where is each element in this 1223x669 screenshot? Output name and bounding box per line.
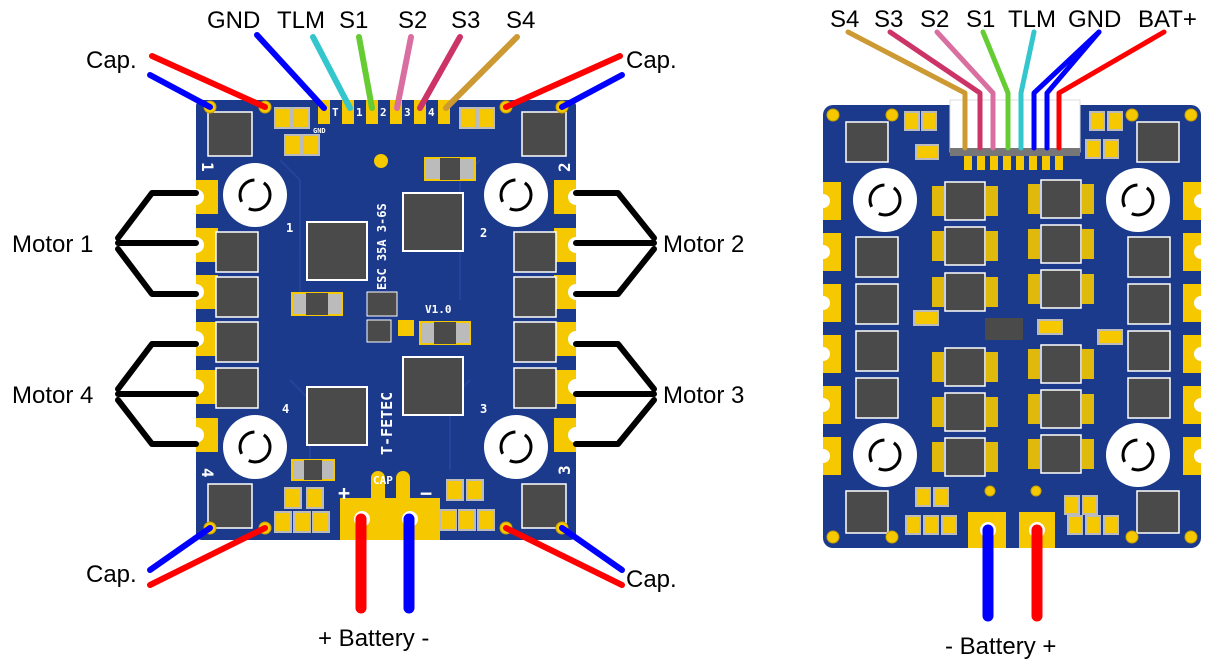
mcu-num-4: 4 [282,402,289,416]
label-cap-top-right: Cap. [626,47,677,74]
silk-4: 4 [428,106,435,119]
cap-pad-label: CAP [373,474,393,487]
wire-motor3 [573,341,657,447]
board-version-text: V1.0 [425,303,452,316]
label-tlm: TLM [277,7,325,34]
wire-back-s1 [980,29,1011,151]
back-label-s2: S2 [920,6,949,33]
wire-cap-tr-red [503,53,623,110]
label-motor-3: Motor 3 [663,382,744,409]
back-driver-pins [932,184,1094,472]
label-s1: S1 [339,7,368,34]
wire-motor1 [115,190,199,297]
front-signal-pad-silk: T 1 2 3 4 GND [313,106,435,135]
wire-s3 [417,34,463,111]
wire-cap-tl-red [149,53,268,110]
back-capacitors [904,111,1123,535]
back-mount-holes [853,168,1170,487]
wire-back-bat [1056,29,1167,151]
label-motor-4: Motor 4 [12,382,93,409]
front-wires [115,32,657,614]
wire-s2 [394,34,414,111]
wire-gnd [254,32,327,111]
back-motor-pads [823,182,1201,475]
corner-num-4: 4 [198,468,217,478]
back-label-bat: BAT+ [1138,6,1197,33]
wire-s4 [443,34,520,111]
front-mount-holes [223,163,548,479]
wire-cap-tr-blue [559,72,625,110]
wire-cap-bl-red [147,525,268,588]
brand-logo: T-FETEC [378,392,396,455]
label-motor-1: Motor 1 [12,231,93,258]
back-label-s1: S1 [966,6,995,33]
mount-hole-icon [484,415,548,479]
silk-gnd: GND [313,127,326,135]
wire-tlm [310,34,353,111]
corner-num-1: 1 [198,162,217,172]
front-board: T 1 2 3 4 GND ESC 35A 3-6S V1.0 [188,100,584,540]
wire-back-s4 [845,29,968,151]
label-cap-bottom-left: Cap. [86,561,137,588]
wire-cap-tl-blue [147,72,213,110]
wire-s1 [356,34,375,111]
mount-hole-icon [853,168,917,232]
back-label-s4: S4 [830,6,859,33]
mount-hole-icon [223,415,287,479]
wire-back-s2 [934,29,996,151]
back-board [816,99,1208,548]
mount-hole-icon [853,423,917,487]
wire-back-s3 [887,29,983,151]
label-cap-top-left: Cap. [86,47,137,74]
wire-cap-br-blue [559,525,625,573]
mount-hole-icon [484,163,548,227]
front-motor-pads-left [196,180,218,452]
wire-back-gnd-2 [1044,29,1102,151]
wire-motor2 [573,190,657,297]
mount-hole-icon [1106,168,1170,232]
mount-hole-icon [1106,423,1170,487]
silk-2: 2 [380,106,387,119]
front-motor-pads-right [554,180,576,452]
battery-plus-silk: + [338,481,350,505]
label-s2: S2 [398,7,427,34]
front-mcus [306,192,464,446]
silk-T: T [332,106,339,119]
back-driver-chips [944,179,1082,477]
wire-motor4 [115,341,199,447]
mount-hole-icon [223,163,287,227]
silk-1: 1 [356,106,363,119]
label-gnd: GND [207,7,260,34]
back-corner-pads [826,108,1198,544]
back-mosfets [845,121,1180,534]
mcu-num-3: 3 [480,402,487,416]
front-mosfets [207,111,567,529]
mcu-num-1: 1 [286,221,293,235]
label-battery-back: - Battery + [945,633,1056,660]
corner-num-2: 2 [555,162,574,172]
label-s4: S4 [506,7,535,34]
wire-cap-bl-blue [147,525,213,573]
back-label-tlm: TLM [1008,6,1056,33]
label-battery-front: + Battery - [318,625,429,652]
label-s3: S3 [451,7,480,34]
silk-3: 3 [404,106,411,119]
front-labels: GND TLM S1 S2 S3 S4 Cap. Cap. Cap. Cap. … [12,7,744,652]
back-labels: S4 S3 S2 S1 TLM GND BAT+ - Battery + [830,6,1197,660]
mcu-num-2: 2 [480,226,487,240]
label-cap-bottom-right: Cap. [626,566,677,593]
board-model-text: ESC 35A 3-6S [375,203,389,290]
front-passives [274,107,495,533]
label-motor-2: Motor 2 [663,231,744,258]
corner-num-3: 3 [555,465,574,475]
back-label-s3: S3 [874,6,903,33]
wire-back-tlm [1018,29,1037,151]
wire-cap-br-red [503,525,625,588]
back-label-gnd: GND [1068,6,1121,33]
battery-minus-silk: − [420,481,432,505]
wire-back-gnd-1 [1031,29,1102,151]
back-wires [845,29,1167,622]
